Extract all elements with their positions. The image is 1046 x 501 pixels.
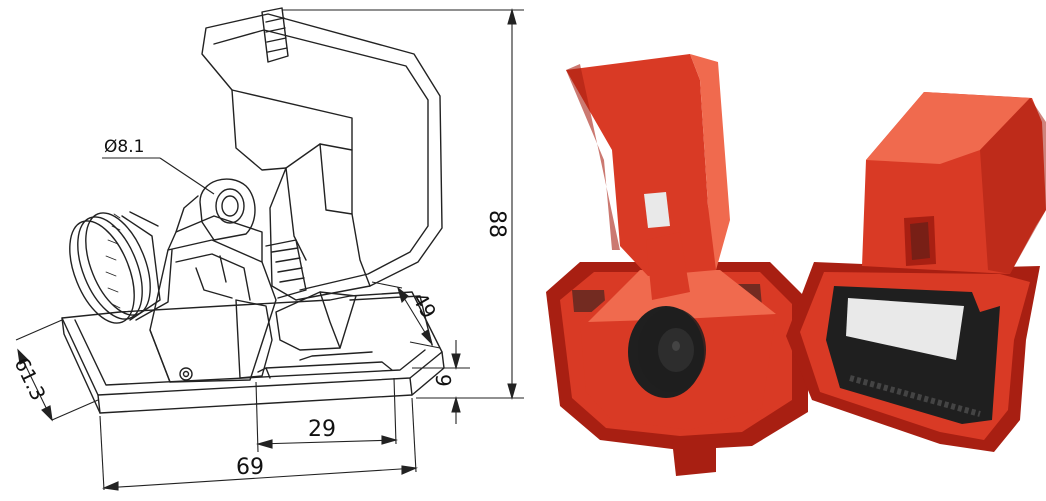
clamp-knob-drawing <box>69 211 173 324</box>
dimension-lines <box>15 7 524 491</box>
technical-drawing <box>61 7 445 414</box>
padlock-eyelet <box>199 178 256 241</box>
central-housing <box>149 195 277 383</box>
dim-height-label: 88 <box>484 210 509 238</box>
red-lockout-closed <box>786 92 1046 452</box>
tray-slot <box>179 351 393 381</box>
red-lockout-open <box>546 54 808 476</box>
product-photo <box>546 54 1046 476</box>
right-wall-drawing <box>275 291 357 351</box>
hinged-cover-drawing <box>201 7 443 301</box>
hinge-pin <box>265 239 307 299</box>
dim-diameter-label: Ø8.1 <box>104 137 144 157</box>
dim-base-label: 29 <box>308 417 336 442</box>
dim-side-label: 61.3 <box>10 354 51 405</box>
dimension-labels: Ø8.1 88 69 29 61.3 49 9 <box>10 137 509 480</box>
dim-small-label: 9 <box>431 374 455 387</box>
dim-width-label: 69 <box>236 455 264 480</box>
